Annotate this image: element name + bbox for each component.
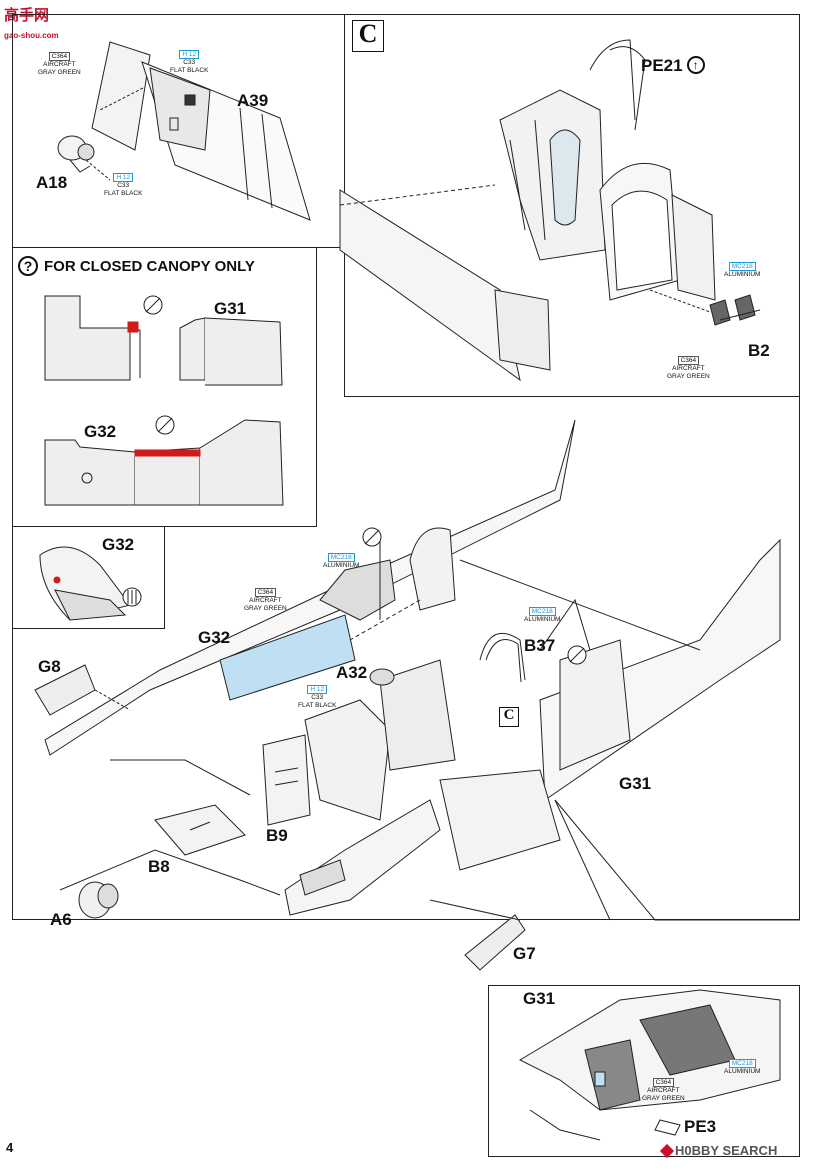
paint-code: MC218: [728, 1059, 756, 1069]
paint-name: GRAY GREEN: [642, 1094, 685, 1102]
closed-canopy-title: ? FOR CLOSED CANOPY ONLY: [18, 256, 255, 276]
part-label-g31-bottom: G31: [523, 989, 556, 1008]
part-label-b9: B9: [266, 826, 288, 845]
paint-name: ALUMINIUM: [724, 1068, 761, 1076]
paint-code: C33: [311, 694, 324, 702]
part-label-pe21: PE21 ↑: [641, 56, 705, 74]
hobby-search-icon: [659, 1143, 675, 1158]
paint-code: C364: [48, 52, 71, 62]
part-label-a18: A18: [36, 173, 68, 192]
paint-name: GRAY GREEN: [667, 372, 710, 380]
question-icon: ?: [18, 256, 38, 276]
paint-name: GRAY GREEN: [244, 604, 287, 612]
paint-name: AIRCRAFT: [249, 597, 282, 605]
paint-name: ALUMINIUM: [323, 562, 360, 570]
step-letter-c-header: C: [352, 20, 384, 52]
watermark-bottom-text: H0BBY SEARCH: [675, 1143, 778, 1158]
watermark-logo-top: 高手网 gao-shou.com: [4, 4, 59, 43]
paint-name: AIRCRAFT: [672, 365, 705, 373]
part-label-g32-main: G32: [198, 628, 231, 647]
paint-name: FLAT BLACK: [298, 701, 337, 709]
paint-name: FLAT BLACK: [170, 66, 209, 74]
part-label-a6: A6: [50, 910, 72, 929]
page-number: 4: [6, 1140, 14, 1155]
paint-callout-mc218-b2: MC218 ALUMINIUM: [724, 262, 760, 279]
paint-code: C364: [254, 588, 277, 598]
panel-g32-detail: [12, 526, 165, 629]
paint-callout-c364-bottom: C364 AIRCRAFT GRAY GREEN: [642, 1078, 685, 1102]
paint-code: MC218: [728, 262, 756, 272]
part-label-g32-detail: G32: [102, 535, 135, 554]
part-label-g31-main: G31: [619, 774, 652, 793]
paint-code: MC218: [528, 607, 556, 617]
part-label-pe3: PE3: [684, 1117, 717, 1136]
paint-code: H 12: [113, 173, 134, 183]
watermark-logo-bottom: H0BBY SEARCH: [659, 1143, 778, 1158]
paint-name: ALUMINIUM: [524, 616, 561, 624]
paint-callout-c364-main: C364 AIRCRAFT GRAY GREEN: [244, 588, 287, 612]
part-label-g8: G8: [38, 657, 61, 676]
part-label-g7: G7: [513, 944, 536, 963]
paint-name: AIRCRAFT: [43, 61, 76, 69]
paint-code: C364: [652, 1078, 675, 1088]
part-label-b8: B8: [148, 857, 170, 876]
step-letter-c-marker: C: [499, 707, 519, 727]
paint-callout-h12-a18: H 12 C33 FLAT BLACK: [104, 173, 142, 197]
paint-callout-c364-a39: C364 AIRCRAFT GRAY GREEN: [38, 52, 81, 76]
part-label-b2: B2: [748, 341, 770, 360]
paint-name: ALUMINIUM: [724, 271, 761, 279]
part-label-b37: B37: [524, 636, 556, 655]
paint-callout-h12-main: H 12 C33 FLAT BLACK: [298, 685, 336, 709]
watermark-cn-text: 高手网: [4, 7, 50, 24]
closed-canopy-title-text: FOR CLOSED CANOPY ONLY: [44, 257, 255, 275]
panel-main-assembly: [12, 396, 800, 920]
part-label-a32: A32: [336, 663, 368, 682]
panel-bottom-detail: [488, 985, 800, 1157]
paint-name: FLAT BLACK: [104, 189, 143, 197]
paint-code: H 12: [179, 50, 200, 60]
paint-code: H 12: [307, 685, 328, 695]
paint-code: MC218: [327, 553, 355, 563]
upload-arrow-icon: ↑: [686, 56, 705, 74]
paint-name: AIRCRAFT: [647, 1087, 680, 1095]
paint-callout-mc218-main: MC218 ALUMINIUM: [323, 553, 359, 570]
paint-callout-h12-a39: H 12 C33 FLAT BLACK: [170, 50, 208, 74]
paint-code: C364: [677, 356, 700, 366]
paint-code: C33: [183, 59, 196, 67]
paint-name: GRAY GREEN: [38, 68, 81, 76]
paint-code: C33: [117, 182, 130, 190]
paint-callout-c364-b2: C364 AIRCRAFT GRAY GREEN: [667, 356, 710, 380]
watermark-url-text: gao-shou.com: [4, 31, 59, 40]
paint-callout-mc218-bottom: MC218 ALUMINIUM: [724, 1059, 760, 1076]
paint-callout-mc218-b37: MC218 ALUMINIUM: [524, 607, 560, 624]
pe21-text: PE21: [641, 55, 683, 75]
part-label-g32-top: G32: [84, 422, 117, 441]
part-label-a39: A39: [237, 91, 269, 110]
part-label-g31-top: G31: [214, 299, 247, 318]
